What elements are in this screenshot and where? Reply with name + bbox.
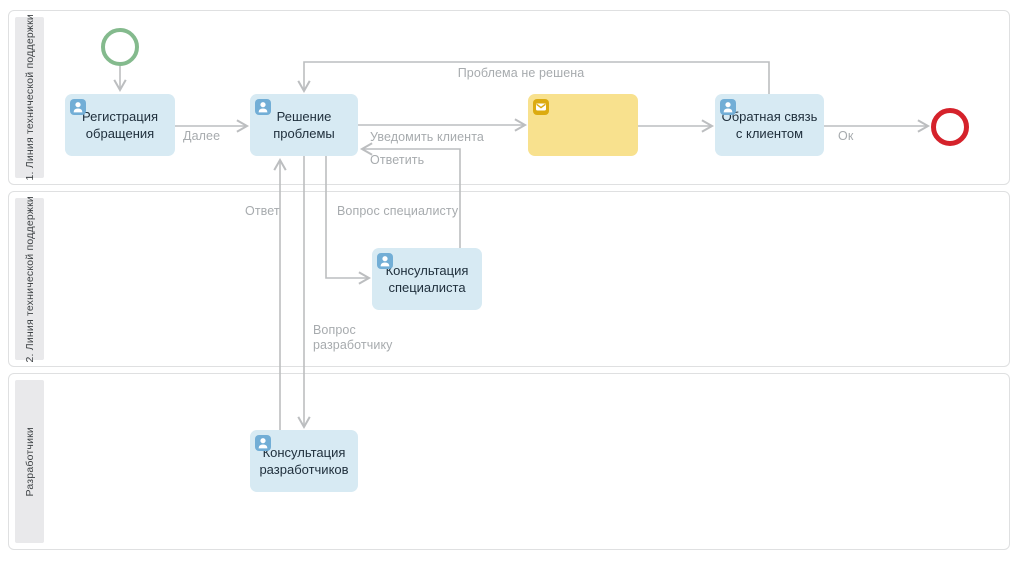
task-solve-problem[interactable]: Решение проблемы xyxy=(250,94,358,156)
task-label: Обратная связь с клиентом xyxy=(721,109,818,141)
flow-question-to-specialist[interactable] xyxy=(325,156,372,285)
edge-label-reply: Ответить xyxy=(370,153,424,167)
edge-label-notify-client: Уведомить клиента xyxy=(370,130,484,144)
task-notify-client[interactable] xyxy=(528,94,638,156)
task-specialist-consultation[interactable]: Консультация специалиста xyxy=(372,248,482,310)
edge-label-question-specialist: Вопрос специалисту xyxy=(337,204,459,218)
lane-developers-header[interactable]: Разработчики xyxy=(15,380,44,543)
edge-label-question-developer-line2: разработчику xyxy=(313,338,393,352)
edge-label-problem-not-solved: Проблема не решена xyxy=(458,66,585,80)
flow-problem-not-solved-loop[interactable] xyxy=(297,61,770,94)
lane-support-line-2[interactable]: 2. Линия технической поддержки xyxy=(8,191,1010,367)
edge-label-question-developer-line1: Вопрос xyxy=(313,323,356,337)
lane-support-line-1[interactable]: 1. Линия технической поддержки xyxy=(8,10,1010,185)
user-icon xyxy=(720,99,736,115)
task-label: Консультация специалиста xyxy=(385,263,469,295)
flow-specialist-reply[interactable] xyxy=(359,142,461,248)
edge-label-next: Далее xyxy=(183,129,220,143)
task-developers-consultation[interactable]: Консультация разработчиков xyxy=(250,430,358,492)
task-register-request[interactable]: Регистрация обращения xyxy=(65,94,175,156)
edge-label-ok: Ок xyxy=(838,129,854,143)
user-icon xyxy=(70,99,86,115)
lane-support-line-1-header[interactable]: 1. Линия технической поддержки xyxy=(15,14,44,181)
task-client-feedback[interactable]: Обратная связь с клиентом xyxy=(715,94,824,156)
start-event[interactable] xyxy=(101,28,139,66)
end-event[interactable] xyxy=(931,108,969,146)
task-label: Регистрация обращения xyxy=(82,109,158,141)
edge-label-answer: Ответ xyxy=(245,204,280,218)
message-icon xyxy=(533,99,549,115)
user-icon xyxy=(377,253,393,269)
user-icon xyxy=(255,99,271,115)
user-icon xyxy=(255,435,271,451)
task-label: Консультация разработчиков xyxy=(259,445,349,477)
lane-developers[interactable]: Разработчики xyxy=(8,373,1010,550)
lane-support-line-2-header[interactable]: 2. Линия технической поддержки xyxy=(15,196,44,362)
task-label: Решение проблемы xyxy=(273,109,335,141)
